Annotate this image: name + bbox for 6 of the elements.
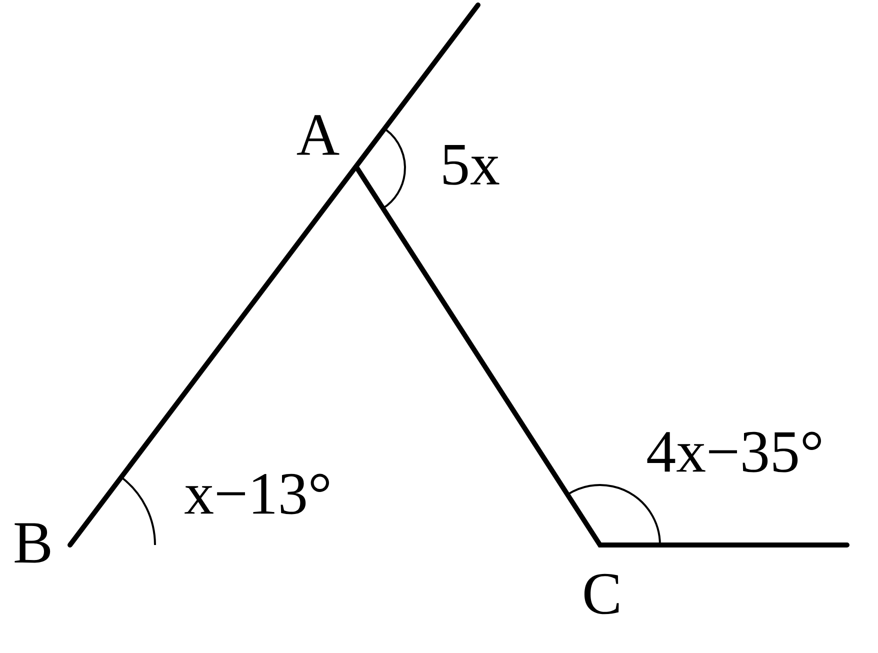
angle-label: C	[584, 574, 619, 614]
angle-label: B	[14, 523, 50, 563]
angle-label: 4x−35°	[647, 432, 821, 472]
angle-label: x−13°	[184, 474, 329, 514]
angle-label: 5x	[443, 145, 500, 185]
angle-label: A	[296, 115, 340, 155]
